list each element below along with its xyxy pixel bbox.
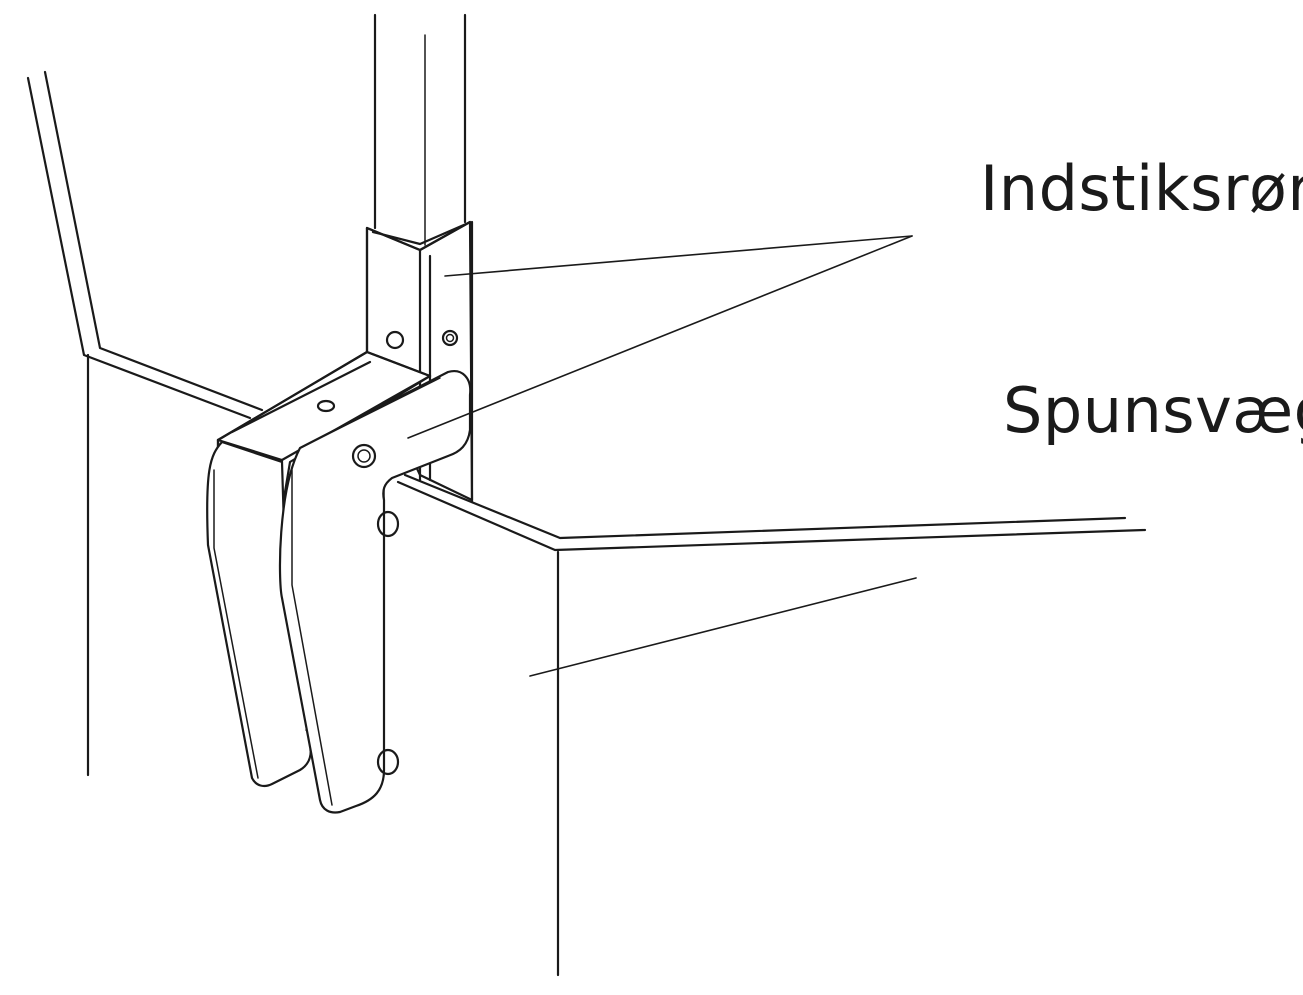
bolt-hole bbox=[351, 443, 377, 469]
leader-line-insert-tube bbox=[444, 235, 913, 277]
bolt-hole bbox=[441, 329, 459, 347]
bolt-hole bbox=[316, 399, 336, 413]
clamp-jaw-right bbox=[278, 370, 472, 814]
leader-lines bbox=[407, 235, 917, 677]
vertical-post bbox=[373, 13, 467, 246]
pin bbox=[376, 748, 400, 776]
label-insert-tube: Indstiksrør bbox=[980, 152, 1303, 225]
leader-line-sheet-pile-wall bbox=[529, 577, 917, 677]
bolt-hole bbox=[385, 330, 405, 350]
pin bbox=[376, 510, 400, 538]
sheet-pile-wall bbox=[396, 473, 1147, 977]
left-wall-panel bbox=[26, 70, 264, 777]
leader-line-insert-tube bbox=[407, 235, 913, 439]
label-sheet-pile-wall: Spunsvæg bbox=[1003, 374, 1303, 447]
